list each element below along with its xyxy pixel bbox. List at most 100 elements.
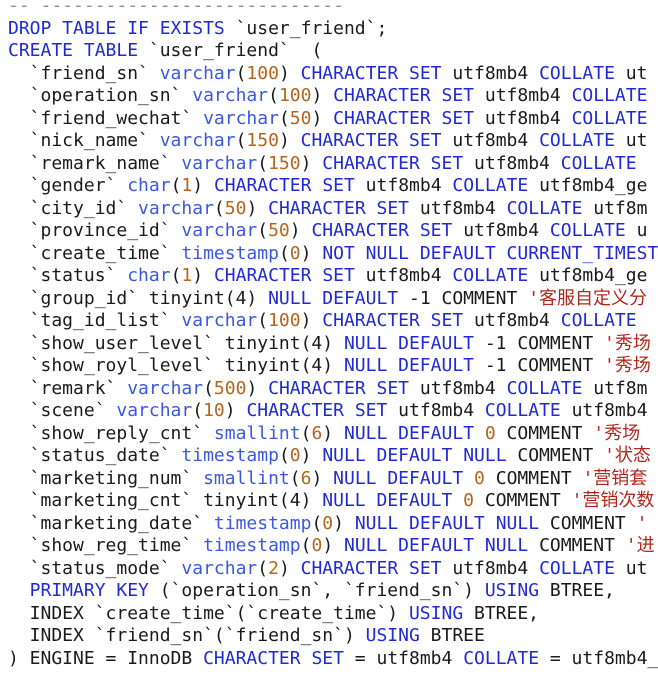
code-token: -- ----------------------------	[8, 0, 344, 16]
code-line: `nick_name` varchar(150) CHARACTER SET u…	[8, 130, 648, 153]
code-token: `show_user_level` tinyint(4)	[8, 332, 344, 354]
code-line: `tag_id_list` varchar(100) CHARACTER SET…	[8, 310, 637, 333]
code-token: CHARACTER SET	[213, 175, 355, 196]
code-token: `scene`	[8, 400, 117, 421]
code-token: 6	[300, 467, 312, 489]
code-token: )	[224, 400, 247, 421]
code-token: )	[278, 62, 301, 84]
code-token: utf8m	[582, 377, 648, 399]
code-token: (	[257, 220, 269, 241]
code-line: `show_user_level` tinyint(4) NULL DEFAUL…	[8, 333, 651, 356]
code-token	[474, 423, 485, 444]
code-token: `remark`	[8, 377, 128, 399]
code-token: COLLATE	[539, 557, 615, 579]
code-token: (	[300, 535, 312, 556]
code-line: `status_date` timestamp(0) NULL DEFAULT …	[8, 445, 651, 468]
code-token: COLLATE	[452, 175, 529, 196]
code-token: 1	[181, 175, 193, 196]
code-token: )	[192, 175, 214, 196]
code-token: `marketing_cnt` tinyint(4)	[8, 490, 323, 511]
code-token: 150	[246, 130, 279, 151]
code-line: `province_id` varchar(50) CHARACTER SET …	[8, 220, 648, 243]
code-line: `marketing_num` smallint(6) NULL DEFAULT…	[8, 467, 648, 491]
code-token: '客服自定义分	[528, 287, 648, 309]
code-line: `remark_name` varchar(150) CHARACTER SET…	[8, 153, 637, 176]
code-token: '	[636, 512, 648, 534]
code-token: NULL DEFAULT NULL	[344, 535, 529, 556]
code-token: 50	[289, 107, 312, 129]
code-token: `marketing_num`	[8, 467, 204, 489]
code-line: `status_mode` varchar(2) CHARACTER SET u…	[8, 557, 648, 581]
code-token: USING	[408, 602, 464, 624]
code-line: `group_id` tinyint(4) NULL DEFAULT -1 CO…	[8, 288, 647, 311]
code-token: `gender`	[8, 175, 128, 196]
code-token: COMMENT	[539, 512, 637, 534]
code-token: -1 COMMENT	[398, 287, 529, 309]
code-token: 50	[224, 197, 247, 219]
code-token: ut	[614, 130, 648, 151]
code-line: `marketing_cnt` tinyint(4) NULL DEFAULT …	[8, 490, 655, 513]
code-token: 10	[203, 400, 225, 421]
code-token: (	[203, 377, 214, 399]
code-token: CREATE TABLE	[8, 40, 139, 61]
code-token: 100	[278, 85, 312, 106]
code-token: '状态	[604, 445, 651, 466]
code-token: varchar	[181, 310, 258, 331]
code-token: `user_friend`;	[224, 17, 388, 39]
code-token: -1 COMMENT	[474, 355, 605, 376]
code-token: varchar	[181, 152, 258, 174]
code-token: `show_reg_time`	[8, 535, 204, 556]
code-line: `show_reply_cnt` smallint(6) NULL DEFAUL…	[8, 423, 640, 446]
code-token: utf8mb4_ge	[528, 265, 648, 286]
code-token: CHARACTER SET	[322, 310, 464, 331]
code-token: 100	[268, 310, 301, 331]
code-token: (	[213, 197, 225, 219]
code-token: COLLATE	[560, 310, 637, 331]
code-token: CHARACTER SET	[300, 130, 442, 151]
code-line: `marketing_date` timestamp(0) NULL DEFAU…	[8, 512, 648, 536]
code-token: DROP TABLE IF EXISTS	[8, 17, 225, 39]
code-token: )	[311, 467, 334, 489]
code-token: )	[333, 512, 355, 534]
code-token: CHARACTER SET	[213, 265, 355, 286]
code-token: utf8mb4	[560, 400, 648, 421]
code-token: CHARACTER SET	[333, 85, 475, 106]
code-token: INDEX `friend_sn`(`friend_sn`)	[8, 625, 366, 646]
code-token: 0	[311, 535, 323, 556]
code-token: )	[311, 85, 334, 106]
code-token: utf8mb4	[409, 197, 507, 219]
code-token: 100	[246, 62, 279, 84]
code-token: `friend_sn`	[8, 62, 160, 84]
code-token: 6	[311, 422, 323, 444]
code-token: BTREE	[419, 625, 485, 646]
code-token: (	[192, 400, 204, 421]
code-token: )	[192, 265, 214, 286]
code-token: `remark_name`	[8, 152, 182, 174]
code-token: 0	[463, 490, 475, 511]
code-token: (	[257, 310, 269, 331]
code-token: 150	[268, 152, 301, 174]
code-token: varchar	[159, 62, 236, 84]
code-token: `show_royl_level` tinyint(4)	[8, 355, 344, 376]
code-token: utf8mb4	[387, 400, 485, 421]
code-token: CHARACTER SET	[203, 647, 344, 669]
code-token: (	[311, 512, 323, 534]
code-token: utf8mb4_ge	[528, 175, 648, 196]
code-token: = utf8mb4	[343, 647, 464, 669]
code-token: timestamp	[181, 242, 279, 264]
code-token: COLLATE	[506, 197, 583, 219]
code-token: (	[300, 422, 312, 444]
code-token: utf8m	[582, 197, 648, 219]
code-token: COLLATE	[571, 85, 648, 106]
code-line: `gender` char(1) CHARACTER SET utf8mb4 C…	[8, 175, 648, 198]
code-token: `province_id`	[8, 220, 182, 241]
code-line: `show_royl_level` tinyint(4) NULL DEFAUL…	[8, 355, 651, 378]
code-token: ut	[614, 62, 648, 84]
code-token: timestamp	[203, 535, 301, 556]
code-line: PRIMARY KEY (`operation_sn`, `friend_sn`…	[8, 580, 615, 603]
code-token: CHARACTER SET	[268, 377, 410, 399]
code-token: )	[278, 557, 301, 579]
code-token: NULL DEFAULT	[343, 355, 474, 376]
code-token: (	[268, 85, 279, 106]
